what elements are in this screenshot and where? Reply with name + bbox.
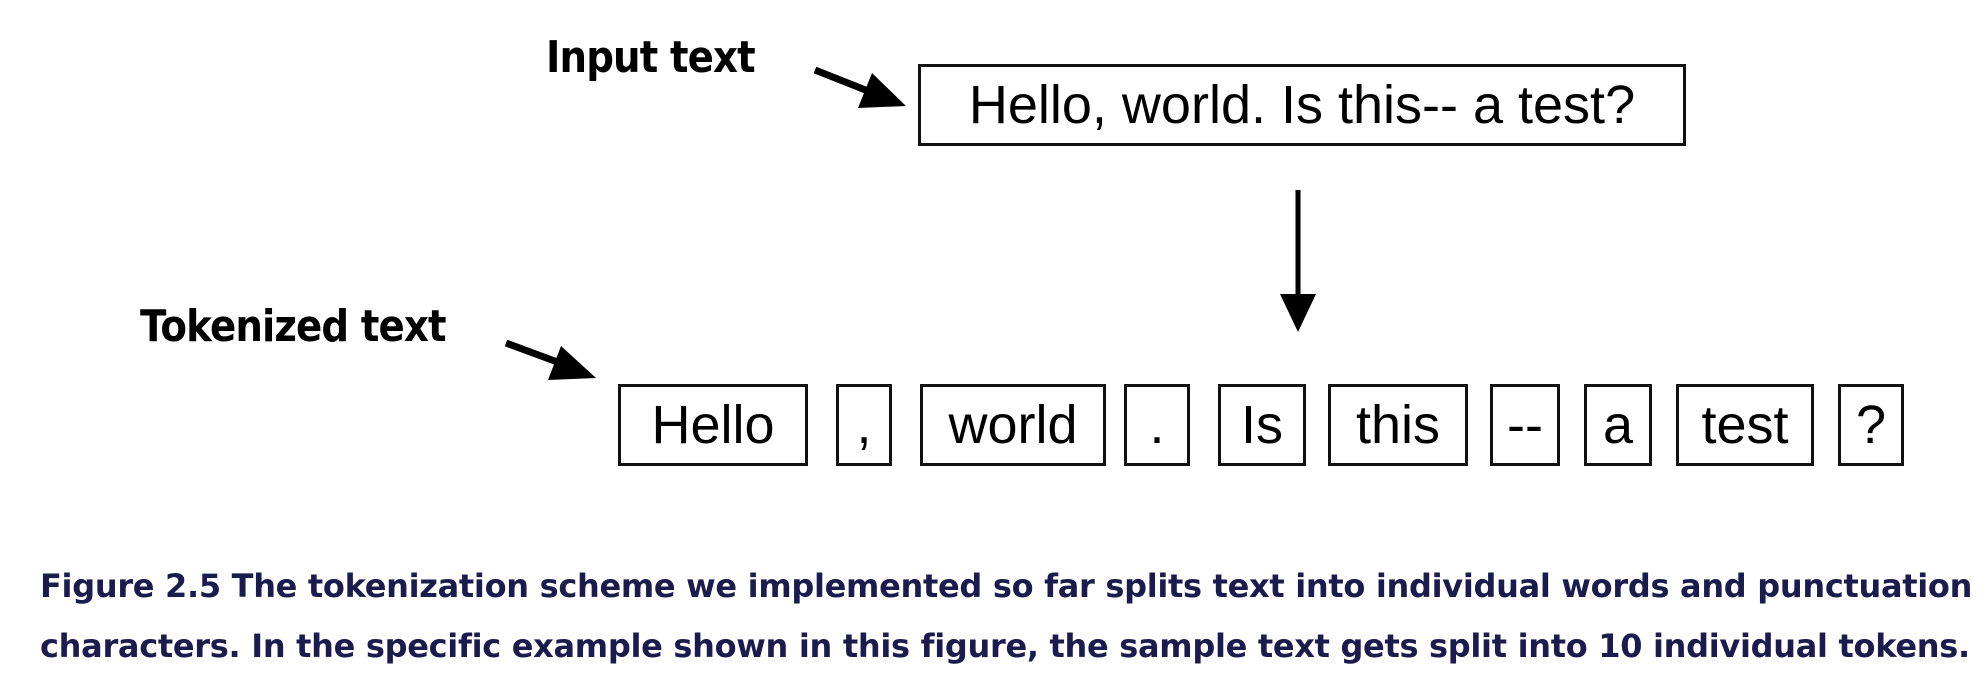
token-box: test	[1676, 384, 1814, 466]
figure-caption: Figure 2.5 The tokenization scheme we im…	[40, 556, 1973, 676]
token-box: world	[920, 384, 1106, 466]
tokenize-arrow	[1280, 190, 1316, 332]
token-box: a	[1584, 384, 1652, 466]
tokenized-arrow	[504, 339, 596, 380]
tokenized-text-label: Tokenized text	[140, 301, 446, 352]
input-text-label: Input text	[546, 32, 756, 83]
token-box: ,	[836, 384, 892, 466]
token-box: .	[1124, 384, 1190, 466]
token-box: --	[1490, 384, 1560, 466]
token-box: ?	[1838, 384, 1904, 466]
token-box: Hello	[618, 384, 808, 466]
caption-line-2: characters. In the specific example show…	[40, 627, 1970, 665]
input-arrow	[813, 66, 906, 108]
token-box: this	[1328, 384, 1468, 466]
token-box: Is	[1218, 384, 1306, 466]
caption-line-1: Figure 2.5 The tokenization scheme we im…	[40, 567, 1973, 605]
input-text-box: Hello, world. Is this-- a test?	[918, 64, 1686, 146]
